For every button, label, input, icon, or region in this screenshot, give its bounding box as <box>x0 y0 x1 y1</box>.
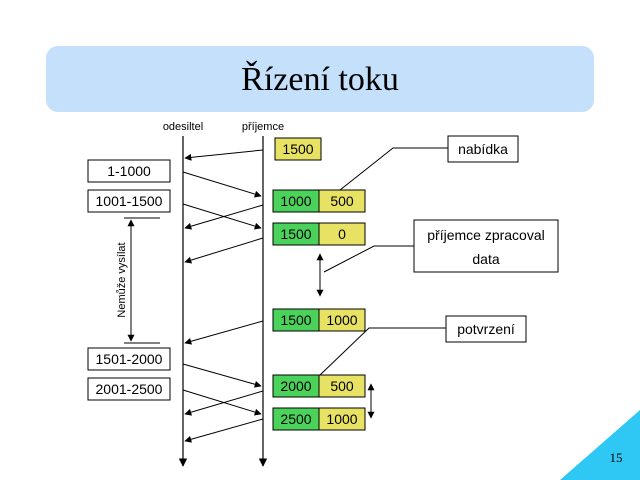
title-bar <box>46 46 594 112</box>
segment-box-1: 1-1000 <box>87 159 171 183</box>
slide-title: Řízení toku <box>241 61 399 98</box>
msg-ack-2000-500 <box>184 390 264 416</box>
segment-box-2: 1001-1500 <box>87 189 171 213</box>
svg-text:2000: 2000 <box>280 378 311 394</box>
svg-text:1-1000: 1-1000 <box>107 163 151 179</box>
msg-seg-2001-2500 <box>182 389 262 416</box>
segment-box-4: 2001-2500 <box>87 377 171 401</box>
msg-ack-1000-500 <box>184 204 264 230</box>
svg-text:data: data <box>472 251 499 267</box>
window-box-3: 1500 0 <box>272 222 366 246</box>
svg-text:1000: 1000 <box>326 411 357 427</box>
svg-text:2500: 2500 <box>280 411 311 427</box>
svg-text:1000: 1000 <box>326 312 357 328</box>
svg-text:0: 0 <box>338 226 346 242</box>
msg-seg-1-1000 <box>182 171 262 198</box>
msg-ack-2500-1000 <box>184 418 264 443</box>
callout-offer: nabídka <box>339 135 519 191</box>
svg-text:1500: 1500 <box>280 312 311 328</box>
cannot-send-label: Nemůže vysílat <box>116 242 128 317</box>
sender-label: odesiltel <box>163 121 203 133</box>
svg-text:příjemce zpracoval: příjemce zpracoval <box>427 227 545 243</box>
window-box-5: 2000 500 <box>272 374 366 398</box>
page-number: 15 <box>610 450 623 465</box>
svg-text:nabídka: nabídka <box>458 141 508 157</box>
message-arrows <box>182 149 264 443</box>
window-box-6: 2500 1000 <box>272 407 366 431</box>
svg-text:1501-2000: 1501-2000 <box>96 351 163 367</box>
msg-seg-1001-1500 <box>182 203 262 230</box>
corner-triangle <box>560 410 640 480</box>
svg-text:1500: 1500 <box>282 141 313 157</box>
window-box-2: 1000 500 <box>272 189 366 213</box>
window-box-4: 1500 1000 <box>272 308 366 332</box>
svg-text:2001-2500: 2001-2500 <box>96 381 163 397</box>
msg-window-1500 <box>184 149 264 161</box>
window-box-1: 1500 <box>274 137 322 161</box>
receiver-label: příjemce <box>242 121 284 133</box>
msg-ack-1500-0 <box>184 237 264 264</box>
svg-text:1000: 1000 <box>280 193 311 209</box>
svg-text:500: 500 <box>330 378 354 394</box>
msg-ack-1500-1000 <box>184 320 264 345</box>
svg-text:1001-1500: 1001-1500 <box>96 193 163 209</box>
svg-text:500: 500 <box>330 193 354 209</box>
callout-ack: potvrzení <box>319 315 527 376</box>
segment-box-3: 1501-2000 <box>87 347 171 371</box>
svg-text:1500: 1500 <box>280 226 311 242</box>
callout-processed: příjemce zpracoval data <box>323 219 559 273</box>
msg-seg-1501-2000 <box>182 363 262 388</box>
svg-text:potvrzení: potvrzení <box>457 321 515 337</box>
